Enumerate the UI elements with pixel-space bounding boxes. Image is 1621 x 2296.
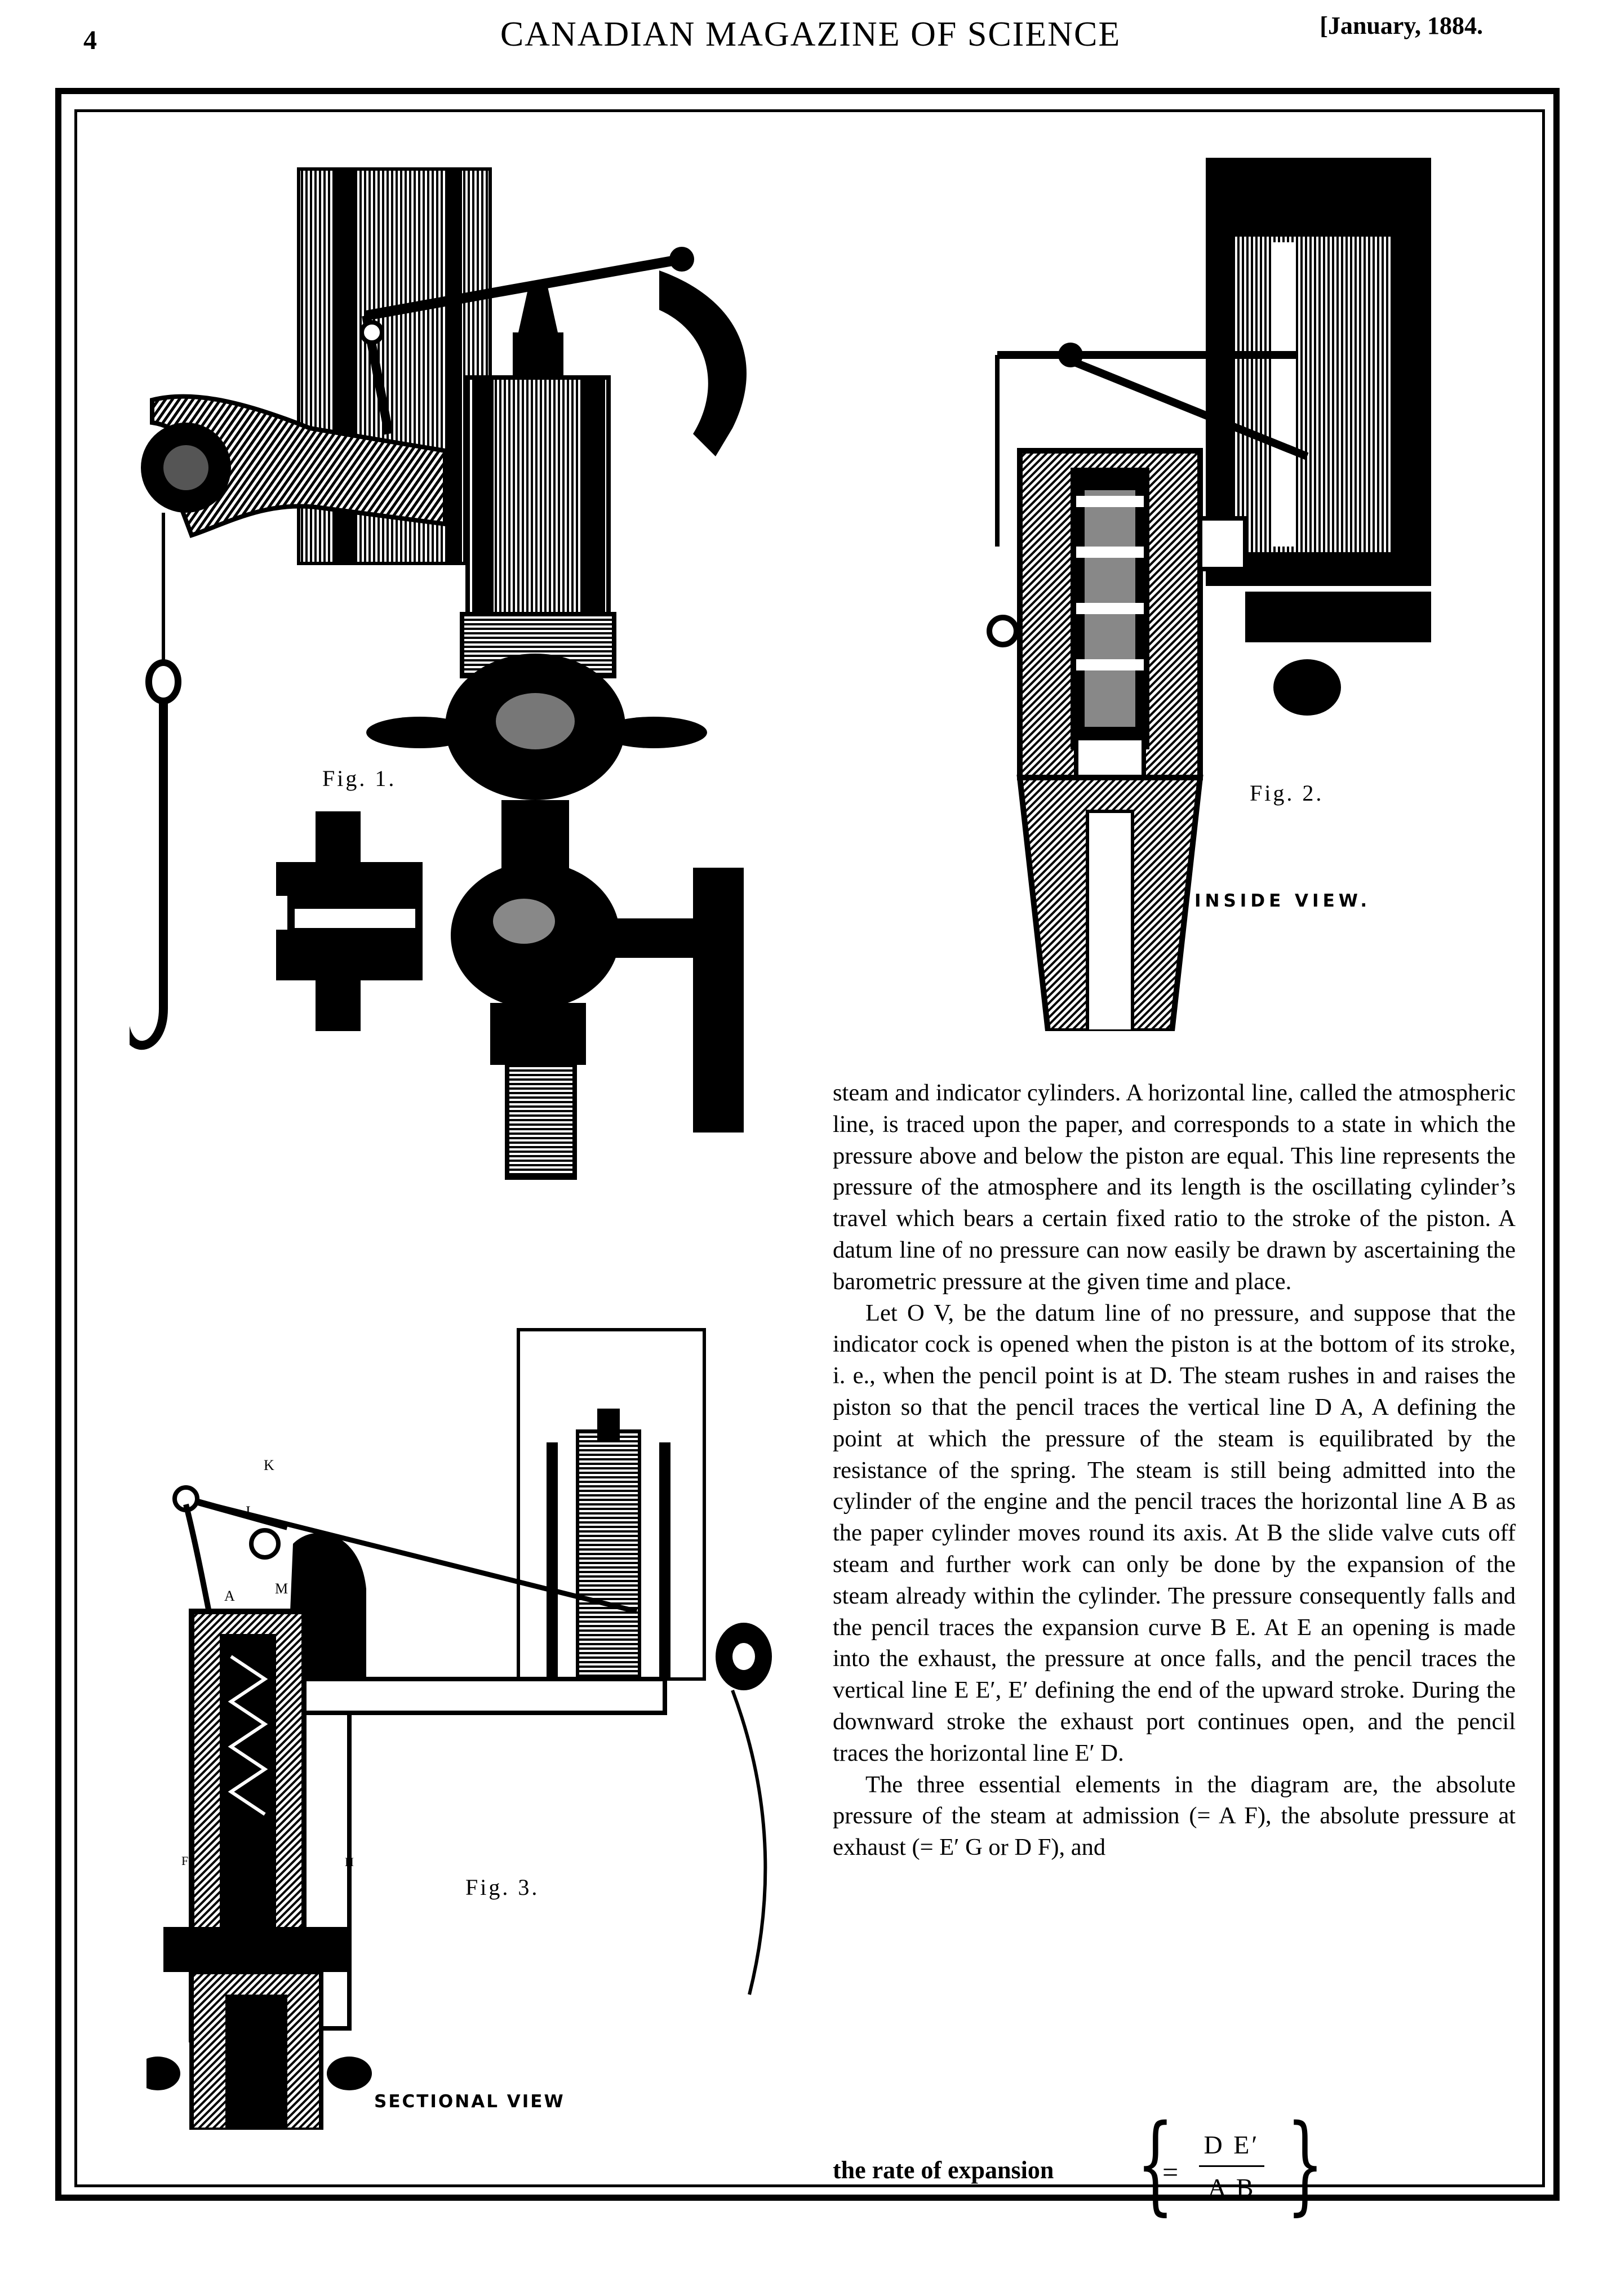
brace-close: }	[1286, 2102, 1324, 2226]
page-frame-inner	[74, 109, 1545, 2187]
fig3-view-label: SECTIONAL VIEW	[374, 2091, 565, 2112]
fraction-bar	[1199, 2165, 1264, 2167]
paragraph: steam and indicator cylinders. A horizon…	[833, 1080, 1516, 1295]
fig3-label-h: H	[345, 1855, 356, 1869]
paragraph: Let O V, be the datum line of no pressur…	[833, 1299, 1516, 1766]
fig3-illustration	[146, 1318, 840, 2130]
fig3-label-i: I	[246, 1503, 253, 1520]
fig3-label-f: F	[181, 1854, 191, 1868]
fig3-label-k: K	[264, 1457, 277, 1473]
issue-date: [January, 1884.	[1320, 12, 1483, 39]
fig2-view-label: INSIDE VIEW.	[1194, 891, 1371, 911]
formula-lead: the rate of expansion	[833, 2156, 1054, 2184]
formula-fraction: D E′ A B	[1192, 2130, 1271, 2202]
brace-open: {	[1136, 2102, 1174, 2226]
page-number: 4	[83, 25, 97, 55]
paragraph: The three essential elements in the diag…	[833, 1771, 1516, 1861]
fig1-engraving	[130, 167, 747, 1180]
article-text: steam and indicator cylinders. A horizon…	[833, 1077, 1516, 1863]
formula-equals: =	[1162, 2156, 1179, 2188]
fig2-caption: Fig. 2.	[1250, 780, 1324, 806]
formula-numerator: D E′	[1203, 2130, 1260, 2159]
page-header: 4 CANADIAN MAGAZINE OF SCIENCE [January,…	[0, 0, 1621, 85]
fig2-illustration	[980, 152, 1465, 1031]
fig3-label-a: A	[224, 1588, 237, 1604]
fig1-illustration	[130, 163, 806, 1183]
fig2-engraving	[987, 158, 1431, 1031]
fig1-caption: Fig. 1.	[322, 766, 397, 791]
fig3-label-m: M	[275, 1580, 291, 1597]
formula-denominator: A B	[1207, 2173, 1256, 2202]
journal-title: CANADIAN MAGAZINE OF SCIENCE	[500, 15, 1121, 54]
page-frame-outer	[55, 88, 1560, 2201]
expansion-formula: the rate of expansion { = D E′ A B }	[833, 2111, 1340, 2231]
fig3-engraving	[146, 1328, 772, 2130]
fig3-caption: Fig. 3.	[465, 1875, 540, 1900]
fig3-label-e: E	[300, 1580, 311, 1597]
